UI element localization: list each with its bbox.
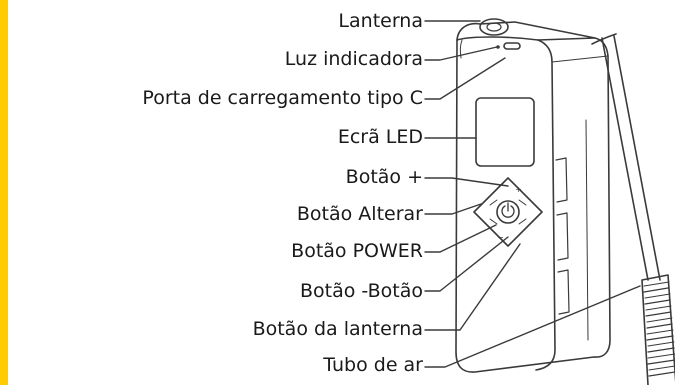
svg-text:−: − xyxy=(497,233,504,242)
led-screen xyxy=(475,97,535,167)
label-luz-indicadora: Luz indicadora xyxy=(284,48,423,70)
label-lanterna: Lanterna xyxy=(338,10,423,32)
label-botao-menos: Botão -Botão xyxy=(300,280,423,302)
label-tubo-ar: Tubo de ar xyxy=(323,354,423,376)
label-botao-power: Botão POWER xyxy=(291,240,423,262)
indicator-light-icon xyxy=(496,45,500,49)
flashlight-icon xyxy=(479,18,509,36)
air-tube xyxy=(591,33,675,385)
power-symbol-icon xyxy=(501,205,515,218)
svg-text:+: + xyxy=(515,185,522,194)
charging-port-icon xyxy=(503,42,521,50)
device-body xyxy=(455,21,611,373)
leader-lines xyxy=(424,20,641,368)
label-ecra-led: Ecrã LED xyxy=(337,126,423,148)
label-porta-carregamento: Porta de carregamento tipo C xyxy=(142,87,423,109)
control-pad: + − xyxy=(473,177,543,247)
label-botao-mais: Botão + xyxy=(345,166,423,188)
label-botao-lanterna: Botão da lanterna xyxy=(252,318,423,340)
label-botao-alterar: Botão Alterar xyxy=(296,203,423,225)
accent-bar xyxy=(0,0,8,385)
